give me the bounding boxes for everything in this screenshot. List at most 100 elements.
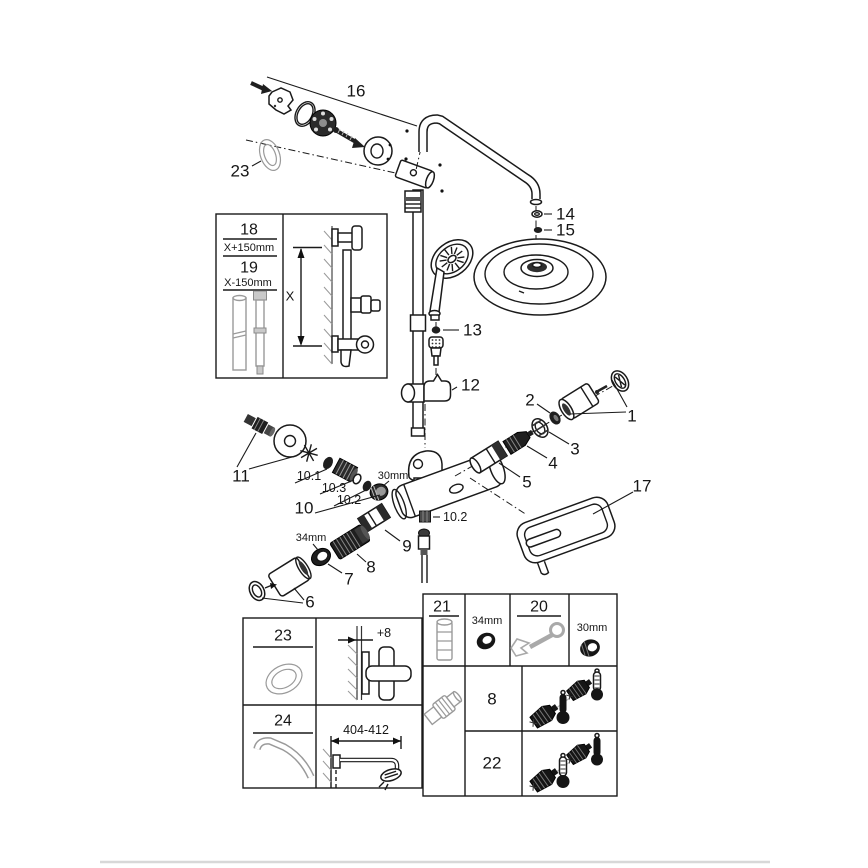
wall-union-assembly-16: 16 xyxy=(245,76,444,193)
handle-screw xyxy=(595,384,608,394)
table-row-8: 8 xyxy=(487,690,496,709)
inset-dim-19: X-150mm xyxy=(224,277,272,289)
callout-10: 10 xyxy=(295,499,314,518)
threaded-bush xyxy=(331,457,359,483)
set-screw-dot xyxy=(440,189,444,193)
callout-7: 7 xyxy=(344,570,353,589)
callout-12: 12 xyxy=(461,376,480,395)
ring-nut-icon xyxy=(476,632,496,650)
hand-shower xyxy=(428,239,474,321)
ring-nut-34mm xyxy=(311,547,331,567)
row-22-icons xyxy=(529,732,603,793)
rail-joint-sleeve xyxy=(409,314,427,332)
mounting-plate xyxy=(268,87,294,115)
non-return-valve xyxy=(428,336,444,366)
wall-bracket-top xyxy=(331,225,363,251)
callout-15: 15 xyxy=(556,221,575,240)
rail-coupling xyxy=(404,190,422,213)
table-label-21: 21 xyxy=(433,599,451,616)
callout-8: 8 xyxy=(366,558,375,577)
cartridge-icon xyxy=(436,618,453,661)
spray-face-icon xyxy=(439,246,465,272)
arrow-icon xyxy=(270,583,277,589)
inlet-chain: 9 8 34mm 7 6 xyxy=(248,502,412,612)
escutcheon-disc xyxy=(273,424,307,458)
thermometer-icon xyxy=(556,689,570,724)
ball-washer-15: 15 xyxy=(533,221,575,240)
inset-dim-18: X+150mm xyxy=(224,242,274,254)
fitting-screw-11 xyxy=(243,413,276,437)
washer-10-2 xyxy=(362,480,372,492)
arm-outlet-cap xyxy=(529,198,543,206)
inset-service-box: 23 +8 24 404-412 xyxy=(242,617,423,791)
dim-34mm: 34mm xyxy=(296,532,327,544)
cartridge-chain: 5 4 3 2 xyxy=(454,370,637,516)
callout-16-line xyxy=(266,76,418,127)
callout-3: 3 xyxy=(570,440,579,459)
arm-length-detail: 404-412 xyxy=(322,723,402,791)
slider-side-view xyxy=(350,295,381,314)
inset-label-18: 18 xyxy=(240,222,258,239)
rail-end-cap xyxy=(410,427,426,437)
callout-11: 11 xyxy=(232,467,250,486)
table-row-22: 22 xyxy=(483,754,502,773)
washer-13: 13 xyxy=(431,321,482,340)
thermometer-icon xyxy=(591,668,603,701)
callout-16: 16 xyxy=(347,82,366,101)
callout-9: 9 xyxy=(402,537,411,556)
seal-ring-icon xyxy=(265,663,303,695)
inset-label-19: 19 xyxy=(240,260,258,277)
seal-2 xyxy=(549,411,561,425)
callout-5: 5 xyxy=(522,473,531,492)
escutcheon-16 xyxy=(363,136,393,166)
adapter-icon xyxy=(565,679,593,702)
arm-length-dim: 404-412 xyxy=(343,723,389,737)
adapter-icon xyxy=(565,743,593,766)
plate-hole xyxy=(277,97,283,103)
callout-13: 13 xyxy=(463,321,482,340)
escutcheon-cap-6 xyxy=(268,556,312,597)
inset-label-23: 23 xyxy=(274,628,292,645)
wall-union xyxy=(394,159,436,189)
assembly-axis xyxy=(245,139,401,175)
offset-dim: +8 xyxy=(377,626,391,640)
callout-1: 1 xyxy=(627,407,636,426)
nut-10-2-bottom: 10.2 xyxy=(419,510,467,524)
offset-detail: +8 xyxy=(338,626,412,701)
adapter-9 xyxy=(356,502,392,534)
screw-icon xyxy=(333,127,365,148)
o-ring-10-1 xyxy=(322,456,334,470)
x-dimension: X xyxy=(286,246,322,347)
service-parts-table: 21 34mm 20 30mm xyxy=(422,593,618,797)
callout-17: 17 xyxy=(633,477,652,496)
escutcheon-chain-11: 11 10.1 10.3 10.2 10 xyxy=(232,413,381,518)
plug-6 xyxy=(248,580,277,602)
callout-10-1: 10.1 xyxy=(297,469,321,483)
callout-2: 2 xyxy=(525,391,534,410)
table-dim-30mm: 30mm xyxy=(577,622,608,634)
adapter-icon xyxy=(529,768,559,793)
valve-side-view xyxy=(331,335,375,368)
head-washer-14: 14 xyxy=(531,205,575,224)
glide-element-12: 12 xyxy=(400,373,480,403)
table-label-20: 20 xyxy=(530,599,548,616)
dim-30mm: 30mm xyxy=(378,470,409,482)
x-dim-label: X xyxy=(286,289,295,304)
handle-knob-1 xyxy=(610,370,630,392)
arm-tube-icon xyxy=(253,737,315,779)
shower-rail xyxy=(404,189,427,437)
callout-14: 14 xyxy=(556,205,575,224)
flange-rosette xyxy=(309,109,337,137)
rain-shower-head xyxy=(473,238,607,316)
handle-cap-1 xyxy=(558,383,600,421)
set-screw-dot xyxy=(405,129,409,133)
shower-arm xyxy=(418,114,543,206)
callout-10-2: 10.2 xyxy=(443,510,467,524)
hose-connector xyxy=(417,528,431,583)
callout-10-3: 10.3 xyxy=(322,481,346,495)
rail-side-view xyxy=(342,249,352,348)
wrench-icon xyxy=(510,622,565,657)
callout-10-2: 10.2 xyxy=(337,493,361,507)
